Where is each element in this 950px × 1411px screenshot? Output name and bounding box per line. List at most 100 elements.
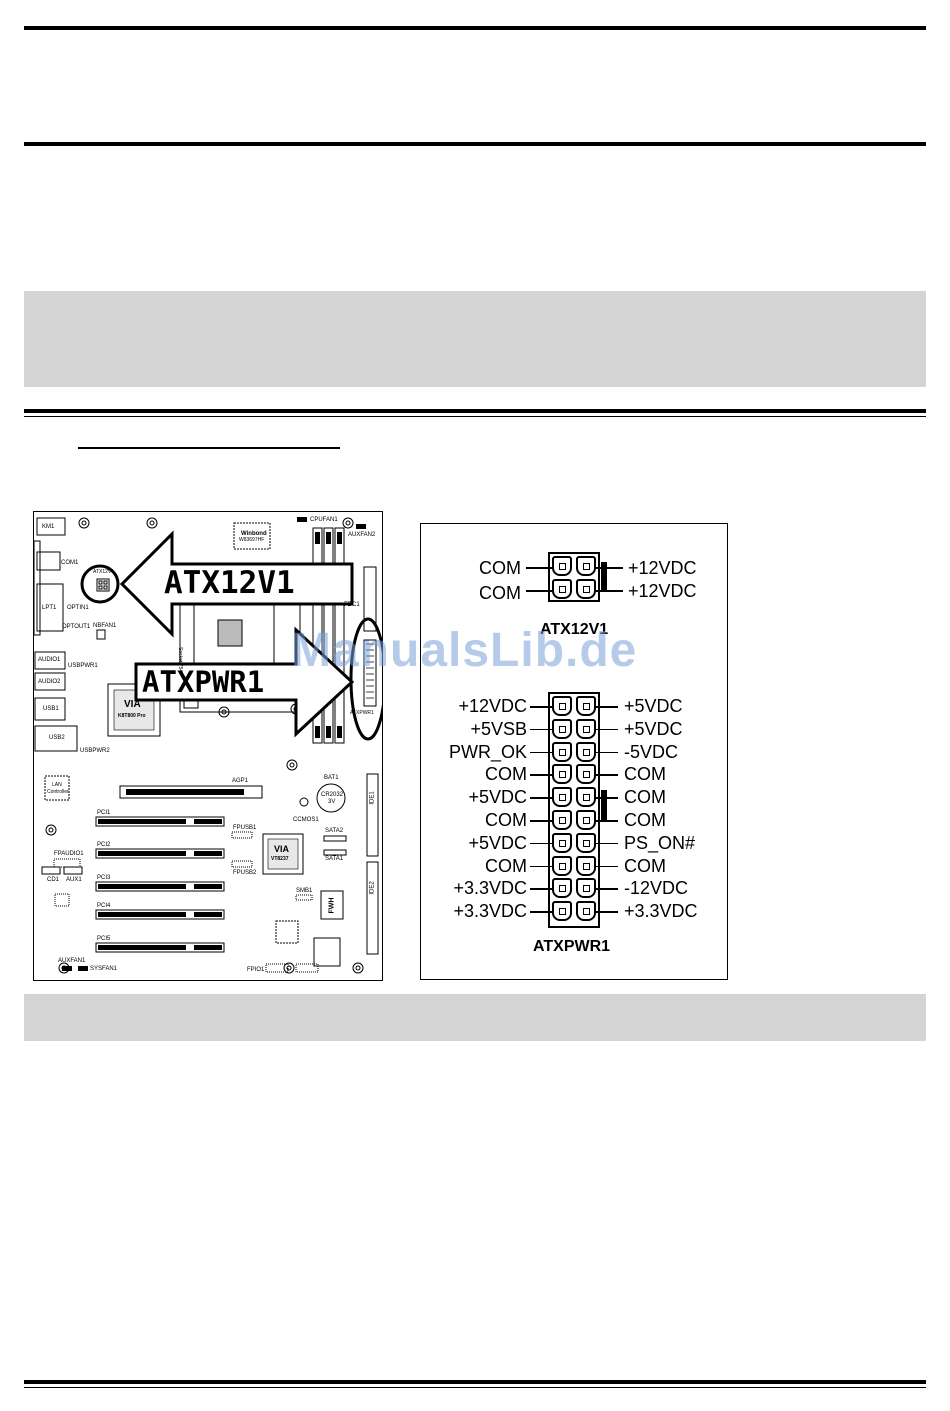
label-auxfan1: AUXFAN1 bbox=[58, 958, 86, 964]
pin bbox=[576, 696, 596, 716]
label-sata1: SATA1 bbox=[325, 856, 344, 862]
label-fpio1: FPIO1 bbox=[247, 967, 265, 973]
lead-line bbox=[596, 751, 618, 754]
label-pci1: PCI1 bbox=[97, 810, 111, 816]
atxpwr1-left-10: +3.3VDC bbox=[453, 901, 527, 922]
lead-line bbox=[596, 774, 618, 776]
pin bbox=[552, 832, 572, 853]
lead-line bbox=[530, 911, 552, 913]
lead-line bbox=[530, 820, 552, 822]
pin bbox=[576, 787, 596, 808]
atxpwr1-right-9: -12VDC bbox=[624, 878, 689, 899]
label-sysfan1: SYSFAN1 bbox=[90, 966, 118, 972]
top-rule bbox=[24, 26, 926, 30]
lead-line bbox=[596, 911, 618, 913]
header-rule bbox=[24, 142, 926, 146]
label-cd1: CD1 bbox=[47, 877, 60, 883]
label-smb1: SMB1 bbox=[296, 888, 313, 894]
pin bbox=[552, 718, 572, 739]
pinout-diagram: COM +12VDC COM +12VDC ATX12V1 +12VDC +5VD… bbox=[420, 523, 728, 980]
atxpwr1-latch bbox=[601, 790, 607, 820]
lead-line bbox=[596, 865, 618, 868]
pin bbox=[552, 741, 572, 762]
note-box-top bbox=[24, 291, 926, 387]
callout-atx12v1: ATX12V1 bbox=[164, 565, 295, 601]
label-fwh: FWH bbox=[328, 897, 336, 914]
lead-line bbox=[596, 797, 618, 799]
label-usbpwr2: USBPWR2 bbox=[80, 748, 110, 754]
atx12v1-right-1: +12VDC bbox=[628, 558, 697, 578]
lead-line bbox=[596, 728, 618, 731]
label-socket: Socket 754 bbox=[177, 646, 184, 673]
label-via-nb: VIA bbox=[124, 699, 141, 710]
label-ide1: IDE1 bbox=[369, 791, 376, 805]
label-cr2032: CR2032 bbox=[321, 792, 344, 798]
lead-line bbox=[526, 567, 552, 569]
atx12v1-title: ATX12V1 bbox=[540, 621, 609, 638]
label-optout1: OPTOUT1 bbox=[62, 624, 91, 630]
label-ide2: IDE2 bbox=[369, 881, 376, 895]
atx12v1-left-2: COM bbox=[479, 583, 521, 603]
lead-line bbox=[530, 797, 552, 799]
label-bat1: BAT1 bbox=[324, 775, 339, 781]
atxpwr1-left-7: +5VDC bbox=[468, 832, 527, 853]
label-lan-controller: Controller bbox=[47, 789, 69, 795]
label-lan: LAN bbox=[52, 782, 62, 788]
atxpwr1-left-1: +12VDC bbox=[458, 696, 527, 716]
motherboard-drawing bbox=[34, 517, 382, 974]
lead-line bbox=[596, 888, 618, 890]
label-ccmos1: CCMOS1 bbox=[293, 817, 319, 823]
label-pci4: PCI4 bbox=[97, 903, 111, 909]
label-winbond-part: W83697HF bbox=[239, 537, 265, 543]
section-rule-thin bbox=[24, 416, 926, 417]
atxpwr1-connector bbox=[548, 692, 600, 928]
label-fpusb2: FPUSB2 bbox=[233, 870, 257, 876]
label-atxpwr1-small: ATXPWR1 bbox=[350, 710, 374, 716]
label-audio2: AUDIO2 bbox=[38, 679, 61, 685]
label-nbfan1: NBFAN1 bbox=[93, 623, 117, 629]
label-battery-v: 3V bbox=[328, 799, 336, 805]
atxpwr1-right-7: PS_ON# bbox=[624, 832, 696, 853]
atx12v1-right-2: +12VDC bbox=[628, 581, 697, 601]
lead-line bbox=[530, 706, 552, 708]
label-sata2: SATA2 bbox=[325, 828, 344, 834]
atx12v1-left-1: COM bbox=[479, 558, 521, 578]
footer-rule bbox=[24, 1380, 926, 1384]
lead-line bbox=[530, 842, 552, 845]
label-pci5: PCI5 bbox=[97, 936, 111, 942]
footer-rule-thin bbox=[24, 1387, 926, 1388]
label-km1: KM1 bbox=[42, 524, 55, 530]
label-via-sb-part: VT8237 bbox=[271, 856, 289, 862]
label-optin1: OPTIN1 bbox=[67, 605, 89, 611]
pin bbox=[576, 901, 596, 922]
atxpwr1-left-3: PWR_OK bbox=[448, 741, 527, 762]
watermark: ManualsLib.de bbox=[291, 624, 638, 677]
label-fdc1: FDC1 bbox=[344, 602, 360, 608]
atxpwr1-right-10: +3.3VDC bbox=[624, 901, 698, 922]
atxpwr1-right-4: COM bbox=[624, 764, 666, 785]
lead-line bbox=[596, 842, 618, 845]
label-usb2: USB2 bbox=[49, 735, 65, 741]
pin bbox=[552, 855, 572, 876]
label-usbpwr1: USBPWR1 bbox=[68, 663, 98, 669]
pin bbox=[552, 579, 572, 599]
lead-line bbox=[530, 865, 552, 868]
pin bbox=[552, 810, 572, 830]
lead-line bbox=[530, 728, 552, 731]
atxpwr1-title: ATXPWR1 bbox=[533, 938, 611, 955]
atxpwr1-right-3: -5VDC bbox=[624, 741, 679, 762]
pin bbox=[552, 556, 572, 576]
atx12v1-latch bbox=[601, 562, 607, 592]
label-agp1: AGP1 bbox=[232, 778, 249, 784]
lead-line bbox=[596, 706, 618, 708]
label-pci2: PCI2 bbox=[97, 842, 111, 848]
atxpwr1-left-2: +5VSB bbox=[470, 718, 527, 739]
subheading-underline bbox=[78, 447, 340, 449]
pin bbox=[576, 718, 596, 739]
pin bbox=[576, 878, 596, 899]
atxpwr1-right-8: COM bbox=[624, 855, 666, 876]
label-fpaudio1: FPAUDIO1 bbox=[54, 851, 84, 857]
pin bbox=[576, 764, 596, 785]
pin bbox=[552, 878, 572, 899]
lead-line bbox=[530, 751, 552, 754]
